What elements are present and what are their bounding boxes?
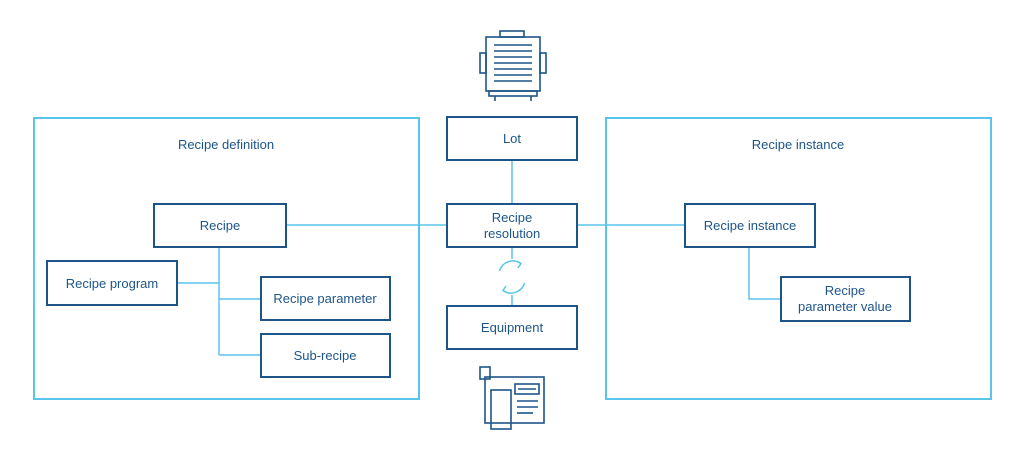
lot-container-icon: [479, 30, 547, 101]
recipe-resolution-box: [446, 203, 578, 248]
recipe-instance-box: [684, 203, 816, 248]
recipe-instance-frame: [605, 117, 992, 400]
recipe-parameter-value-line1: Recipe: [825, 283, 865, 298]
recipe-resolution-label-line2: resolution: [484, 226, 540, 241]
equipment-machine-icon: [479, 366, 545, 430]
recipe-box: [153, 203, 287, 248]
recipe-program-box: [46, 260, 178, 306]
recipe-parameter-box: [260, 276, 391, 321]
connector-instance-value: [748, 247, 781, 300]
recipe-parameter-label: Recipe parameter: [273, 291, 377, 306]
sub-recipe-box: [260, 333, 391, 378]
lot-box: [446, 116, 578, 161]
equipment-box: [446, 305, 578, 350]
recipe-instance-label: Recipe instance: [704, 218, 797, 233]
recipe-instance-title: Recipe instance: [752, 137, 845, 152]
recipe-definition-frame: [33, 117, 420, 400]
cycle-arrows-icon: [494, 259, 530, 295]
connectors: [177, 160, 781, 356]
recipe-resolution-label-line1: Recipe: [492, 210, 532, 225]
recipe-label: Recipe: [200, 218, 240, 233]
recipe-parameter-value-box: [780, 276, 911, 322]
equipment-label: Equipment: [481, 320, 544, 335]
recipe-parameter-value-line2: parameter value: [798, 299, 892, 314]
recipe-definition-title: Recipe definition: [178, 137, 274, 152]
recipe-program-label: Recipe program: [66, 276, 159, 291]
lot-label: Lot: [503, 131, 521, 146]
sub-recipe-label: Sub-recipe: [294, 348, 357, 363]
